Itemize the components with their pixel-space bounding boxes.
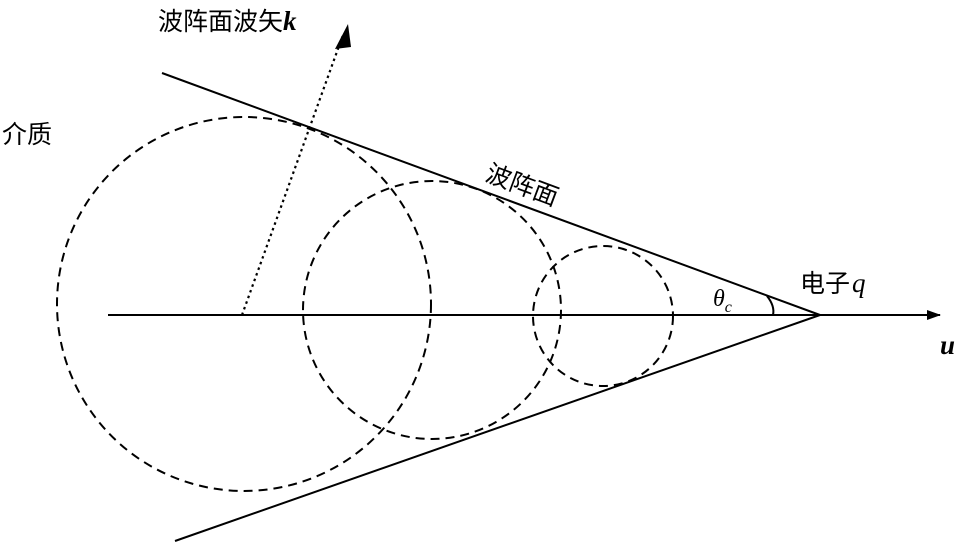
wavefront-label: 波阵面 (482, 158, 562, 211)
electron-label: 电子q (800, 268, 866, 298)
wavelet-circle-medium (302, 180, 562, 440)
wave-vector-label: 波阵面波矢k (158, 6, 297, 36)
wave-vector-arrowhead (335, 24, 351, 49)
cone-angle-arc (766, 295, 775, 316)
medium-label: 介质 (2, 120, 52, 149)
wavelet-circle-small (532, 245, 674, 387)
cone-angle-label: θc (713, 286, 732, 316)
wavefront-lower-line (174, 314, 821, 542)
wavefront-upper-line (161, 72, 821, 316)
velocity-label: u (940, 330, 955, 360)
wave-vector-arrow (240, 34, 345, 316)
wavelet-circle-large (56, 116, 432, 492)
